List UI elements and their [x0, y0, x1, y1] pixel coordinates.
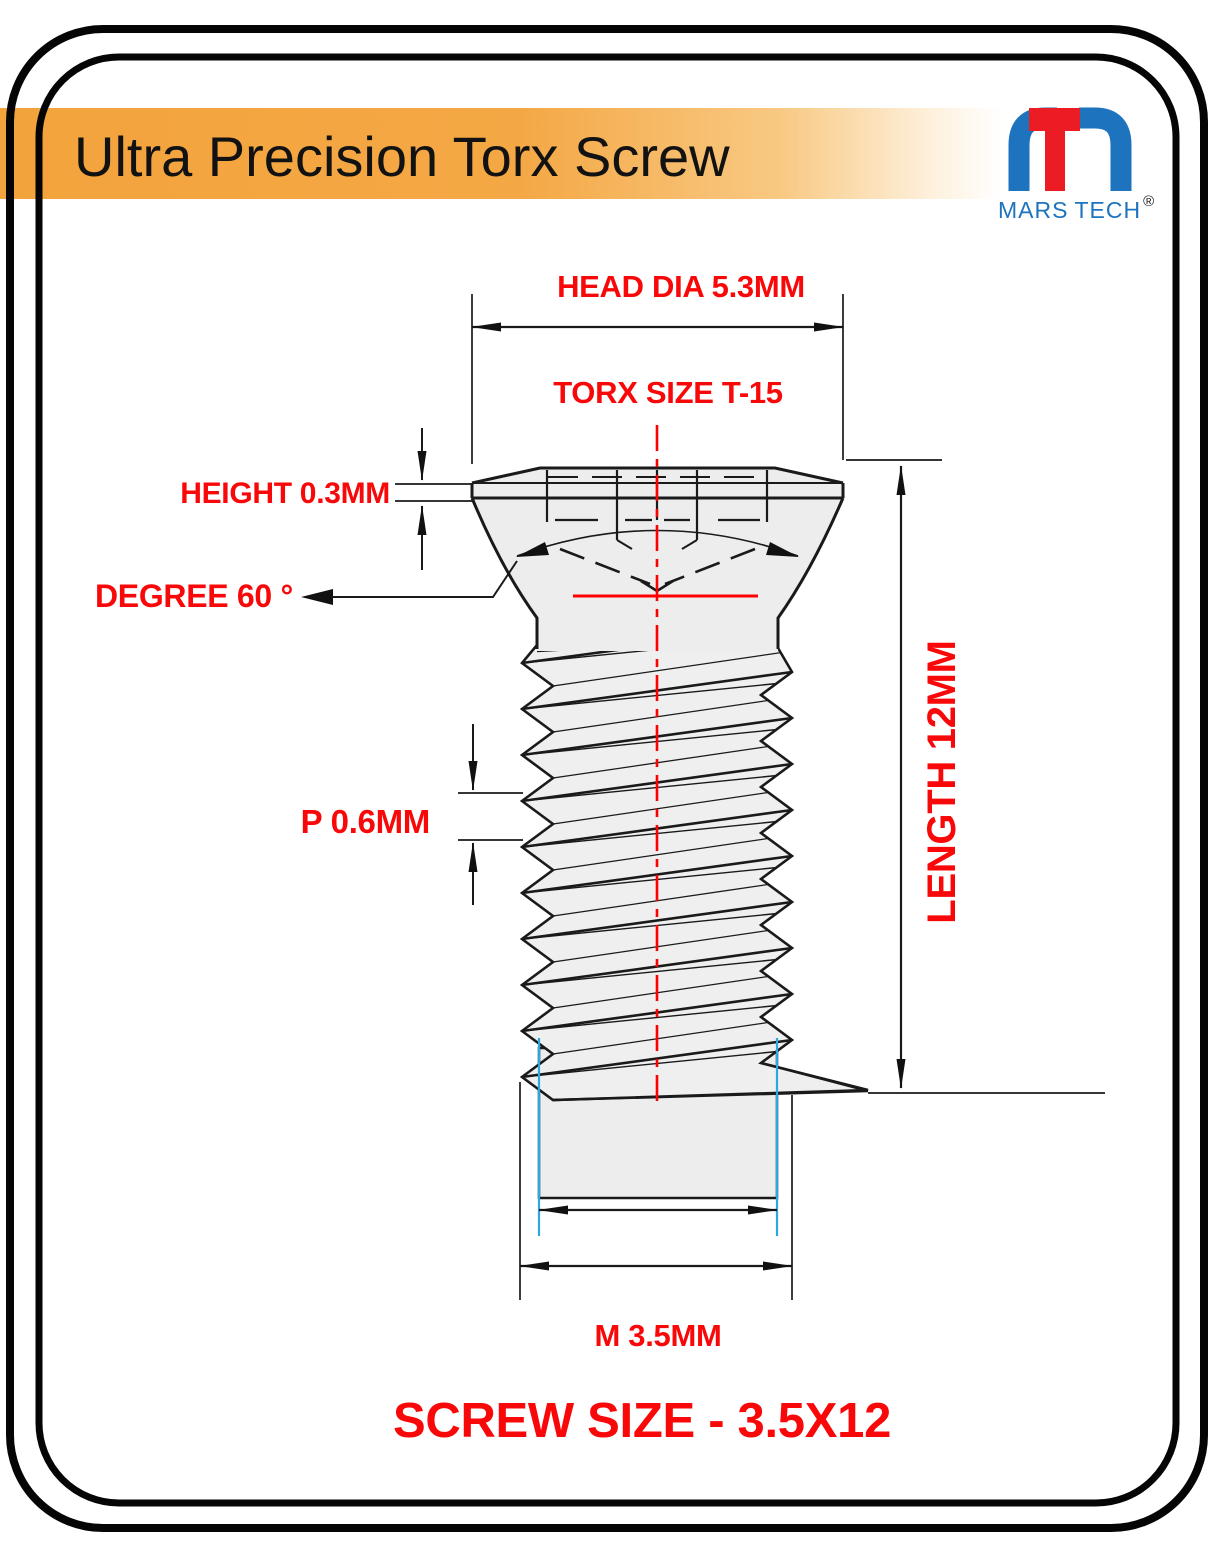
brand-logo: MARS TECH ® — [993, 99, 1154, 224]
mars-tech-logo-icon — [1008, 107, 1132, 191]
centerline — [573, 425, 758, 1103]
brand-wordmark: MARS TECH ® — [998, 193, 1154, 224]
registered-trademark-icon: ® — [1143, 193, 1156, 210]
chamfer-angle-leader — [301, 560, 518, 605]
head-height-dimension — [395, 428, 472, 570]
screw-threads — [519, 640, 869, 1102]
thread-pitch-dimension — [458, 724, 523, 905]
thread-dia-dimension — [519, 1082, 793, 1300]
blank-dia-extension-lines — [537, 1038, 779, 1236]
chamfer-angle-label: DEGREE 60 ° — [95, 578, 293, 614]
thread-pitch-label: P 0.6MM — [301, 803, 430, 840]
thread-dia-label: M 3.5MM — [594, 1318, 721, 1353]
head-dia-dimension — [471, 294, 844, 464]
screw-size-label: SCREW SIZE - 3.5X12 — [393, 1394, 891, 1448]
torx-size-label: TORX SIZE T-15 — [553, 375, 783, 410]
brand-word-tech: TECH — [1074, 197, 1142, 223]
head-dia-label: HEAD DIA 5.3MM — [557, 269, 805, 304]
page-frame — [6, 25, 1208, 1532]
brand-word-mars: MARS — [998, 197, 1069, 223]
length-dimension — [846, 459, 1105, 1094]
screw-head — [470, 466, 845, 651]
length-label: LENGTH 12MM — [920, 640, 964, 923]
screw-blank-shank — [537, 1046, 779, 1200]
head-height-label: HEIGHT 0.3MM — [180, 477, 390, 510]
page-title: Ultra Precision Torx Screw — [74, 125, 730, 188]
